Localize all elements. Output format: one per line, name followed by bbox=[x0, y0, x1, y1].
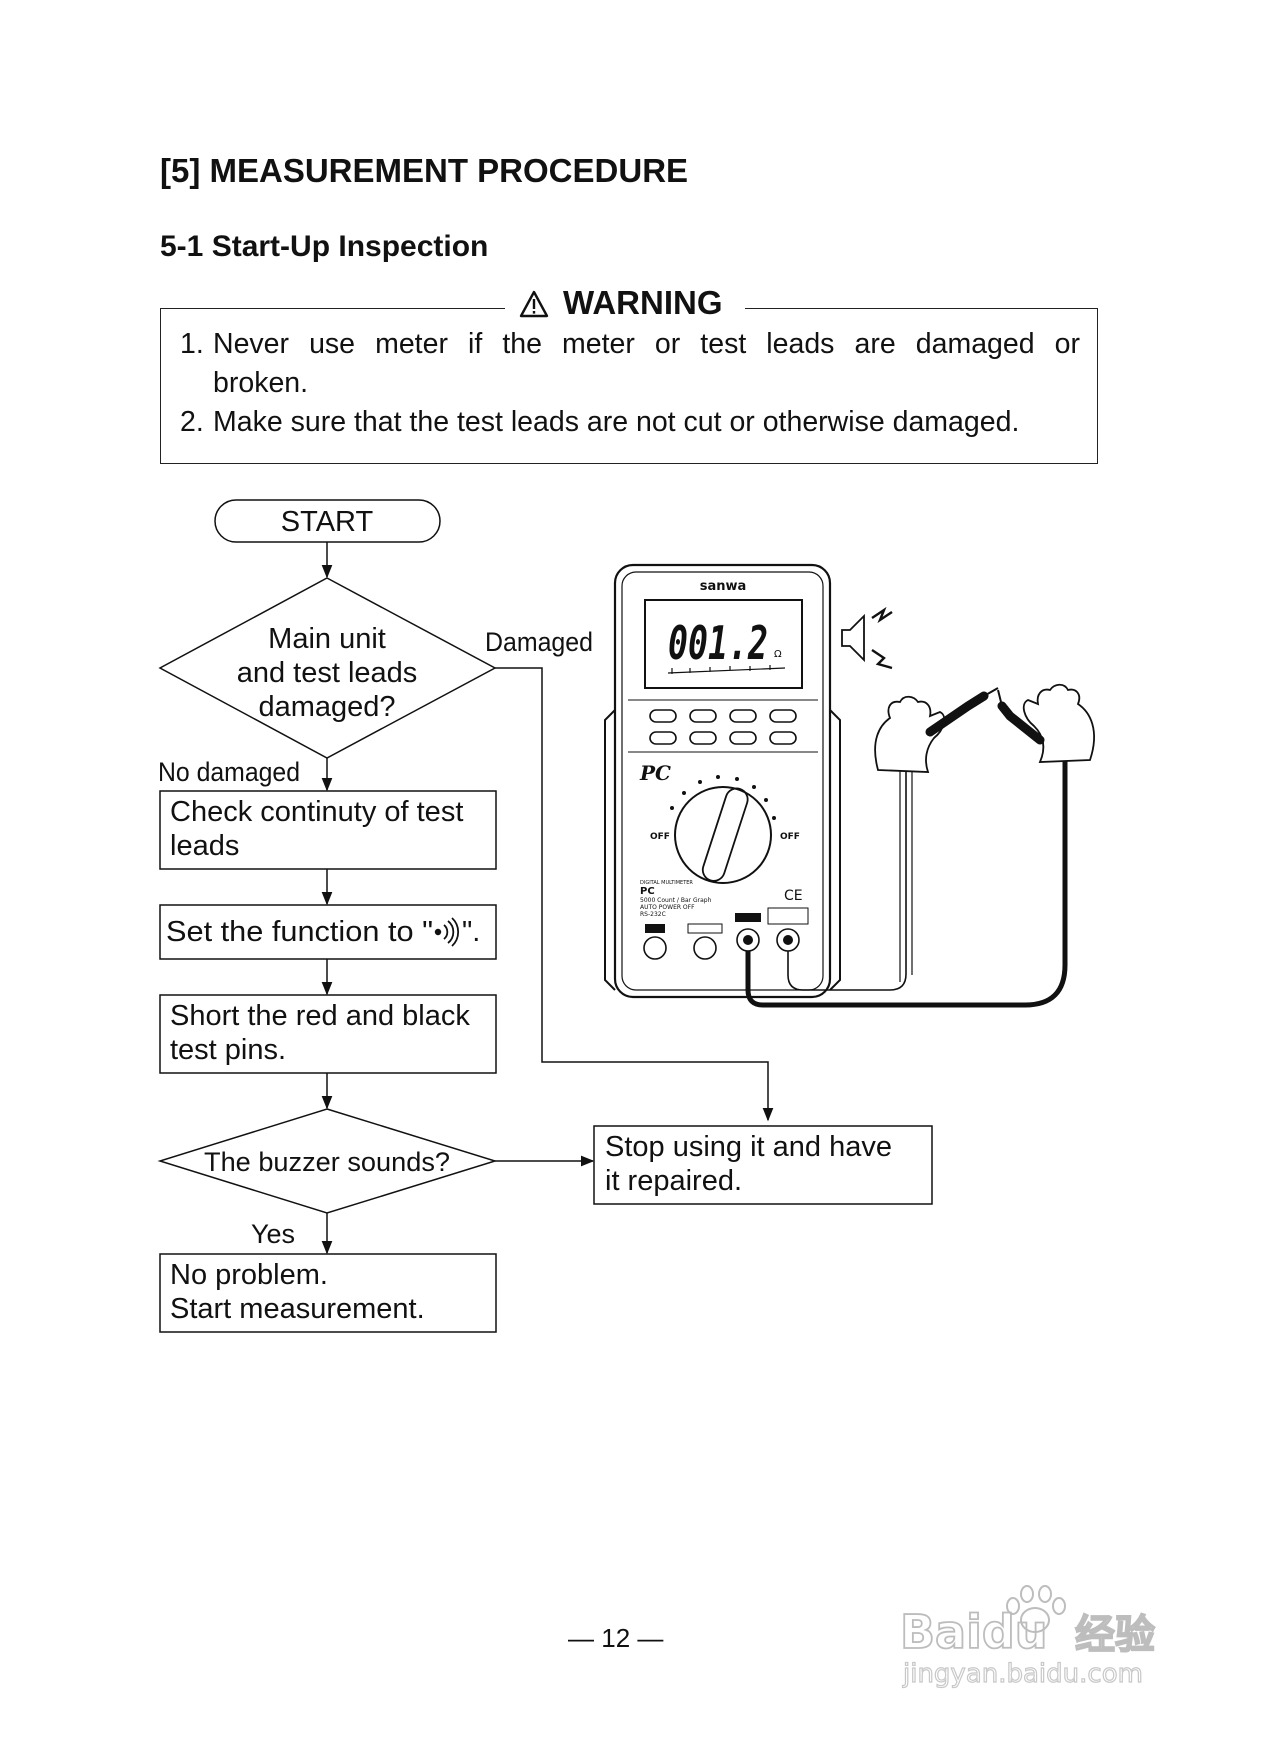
red-probe bbox=[925, 691, 989, 737]
hands-with-probes bbox=[874, 683, 1095, 773]
warning-item-text: Never use meter if the meter or test lea… bbox=[213, 328, 1080, 360]
decision-damaged-line-2: and test leads bbox=[237, 657, 418, 689]
meter-terminal-label-a bbox=[645, 924, 665, 933]
meter-terminal-label-v bbox=[767, 907, 809, 925]
warning-item-number: 1. bbox=[180, 328, 204, 360]
meter-model-line: PC bbox=[640, 886, 655, 897]
step-start-measurement bbox=[159, 1253, 497, 1333]
warning-item-1: 1. Never use meter if the meter or test l… bbox=[180, 325, 1080, 364]
step-repair bbox=[593, 1125, 933, 1205]
step-check-continuity-line-2: leads bbox=[170, 830, 239, 862]
warning-item-number: 2. bbox=[180, 406, 204, 438]
meter-off-right: OFF bbox=[780, 832, 800, 842]
left-hand bbox=[874, 695, 946, 773]
meter-lcd-unit: Ω bbox=[774, 649, 782, 660]
meter-off-left: OFF bbox=[650, 832, 670, 842]
start-label: START bbox=[281, 506, 374, 538]
multimeter-illustration: sanwa 001.2 Ω PC OFF OFF DIGITAL MULTIME… bbox=[604, 563, 841, 999]
buzzer-speaker-icon bbox=[841, 606, 893, 670]
step-repair-line-1: Stop using it and have bbox=[605, 1131, 892, 1163]
decision-damaged-line-3: damaged? bbox=[258, 691, 395, 723]
meter-dial-knob bbox=[701, 787, 749, 882]
step-set-function bbox=[159, 904, 497, 960]
step-short-pins-line-1: Short the red and black bbox=[170, 1000, 470, 1032]
watermark-cn: 经验 bbox=[1075, 1612, 1155, 1658]
meter-keypad bbox=[649, 709, 797, 745]
meter-ce-mark: CE bbox=[784, 888, 803, 904]
meter-dial-ticks bbox=[670, 775, 776, 820]
black-probe bbox=[997, 701, 1045, 745]
label-damaged: Damaged bbox=[485, 627, 593, 657]
step-set-function-text-after: ". bbox=[462, 916, 480, 948]
meter-model-line: AUTO POWER OFF bbox=[640, 904, 695, 911]
step-check-continuity-line-1: Check continuty of test bbox=[170, 796, 463, 828]
step-short-pins bbox=[159, 994, 497, 1074]
label-yes: Yes bbox=[251, 1219, 295, 1249]
meter-model-line: RS-232C bbox=[640, 911, 666, 918]
meter-bargraph-scale bbox=[667, 665, 786, 674]
baidu-watermark: Baidu 经验 jingyan.baidu.com bbox=[899, 1585, 1156, 1690]
warning-item-text: Make sure that the test leads are not cu… bbox=[213, 406, 1020, 438]
meter-model-line: 5000 Count / Bar Graph bbox=[640, 897, 712, 904]
meter-pc-logo: PC bbox=[639, 761, 671, 785]
meter-right-grip bbox=[829, 709, 841, 991]
watermark-brand: Baidu bbox=[900, 1605, 1048, 1659]
decision-buzzer-text: The buzzer sounds? bbox=[204, 1147, 450, 1177]
red-test-lead bbox=[787, 770, 907, 991]
meter-left-grip bbox=[604, 709, 616, 991]
meter-rotary-dial bbox=[674, 786, 772, 884]
step-short-pins-line-2: test pins. bbox=[170, 1034, 286, 1066]
subsection-title: 5-1 Start-Up Inspection bbox=[160, 230, 489, 263]
page-number: — 12 — bbox=[568, 1623, 664, 1653]
decision-damaged-line-1: Main unit bbox=[268, 623, 386, 655]
test-leads bbox=[745, 760, 1068, 1008]
warning-triangle-icon bbox=[519, 290, 549, 318]
warning-item-1-continued: broken. bbox=[213, 367, 309, 399]
warning-title-text: WARNING bbox=[563, 284, 723, 321]
black-test-lead bbox=[745, 760, 1068, 1008]
meter-terminal-label-com bbox=[735, 913, 761, 922]
section-title: [5] MEASUREMENT PROCEDURE bbox=[160, 152, 689, 189]
warning-item-2: 2. Make sure that the test leads are not … bbox=[180, 403, 1080, 442]
watermark-url: jingyan.baidu.com bbox=[902, 1659, 1143, 1689]
meter-lcd-reading: 001.2 bbox=[668, 616, 768, 670]
step-repair-line-2: it repaired. bbox=[605, 1165, 742, 1197]
warning-title: WARNING bbox=[505, 284, 745, 322]
meter-brand: sanwa bbox=[700, 579, 747, 594]
flow-arrow-damaged bbox=[495, 667, 774, 1122]
step-start-measurement-line-1: No problem. bbox=[170, 1259, 328, 1291]
step-start-measurement-line-2: Start measurement. bbox=[170, 1293, 425, 1325]
right-hand bbox=[1022, 683, 1095, 763]
label-no-damaged: No damaged bbox=[158, 757, 300, 787]
meter-terminal-label-ua bbox=[687, 923, 723, 934]
step-set-function-text-before: Set the function to " bbox=[166, 916, 433, 948]
page-number-value: 12 bbox=[601, 1623, 631, 1653]
step-check-continuity bbox=[159, 790, 497, 870]
meter-inner-body bbox=[621, 571, 824, 991]
meter-model-line: DIGITAL MULTIMETER bbox=[640, 880, 693, 886]
continuity-buzzer-icon bbox=[434, 917, 459, 947]
